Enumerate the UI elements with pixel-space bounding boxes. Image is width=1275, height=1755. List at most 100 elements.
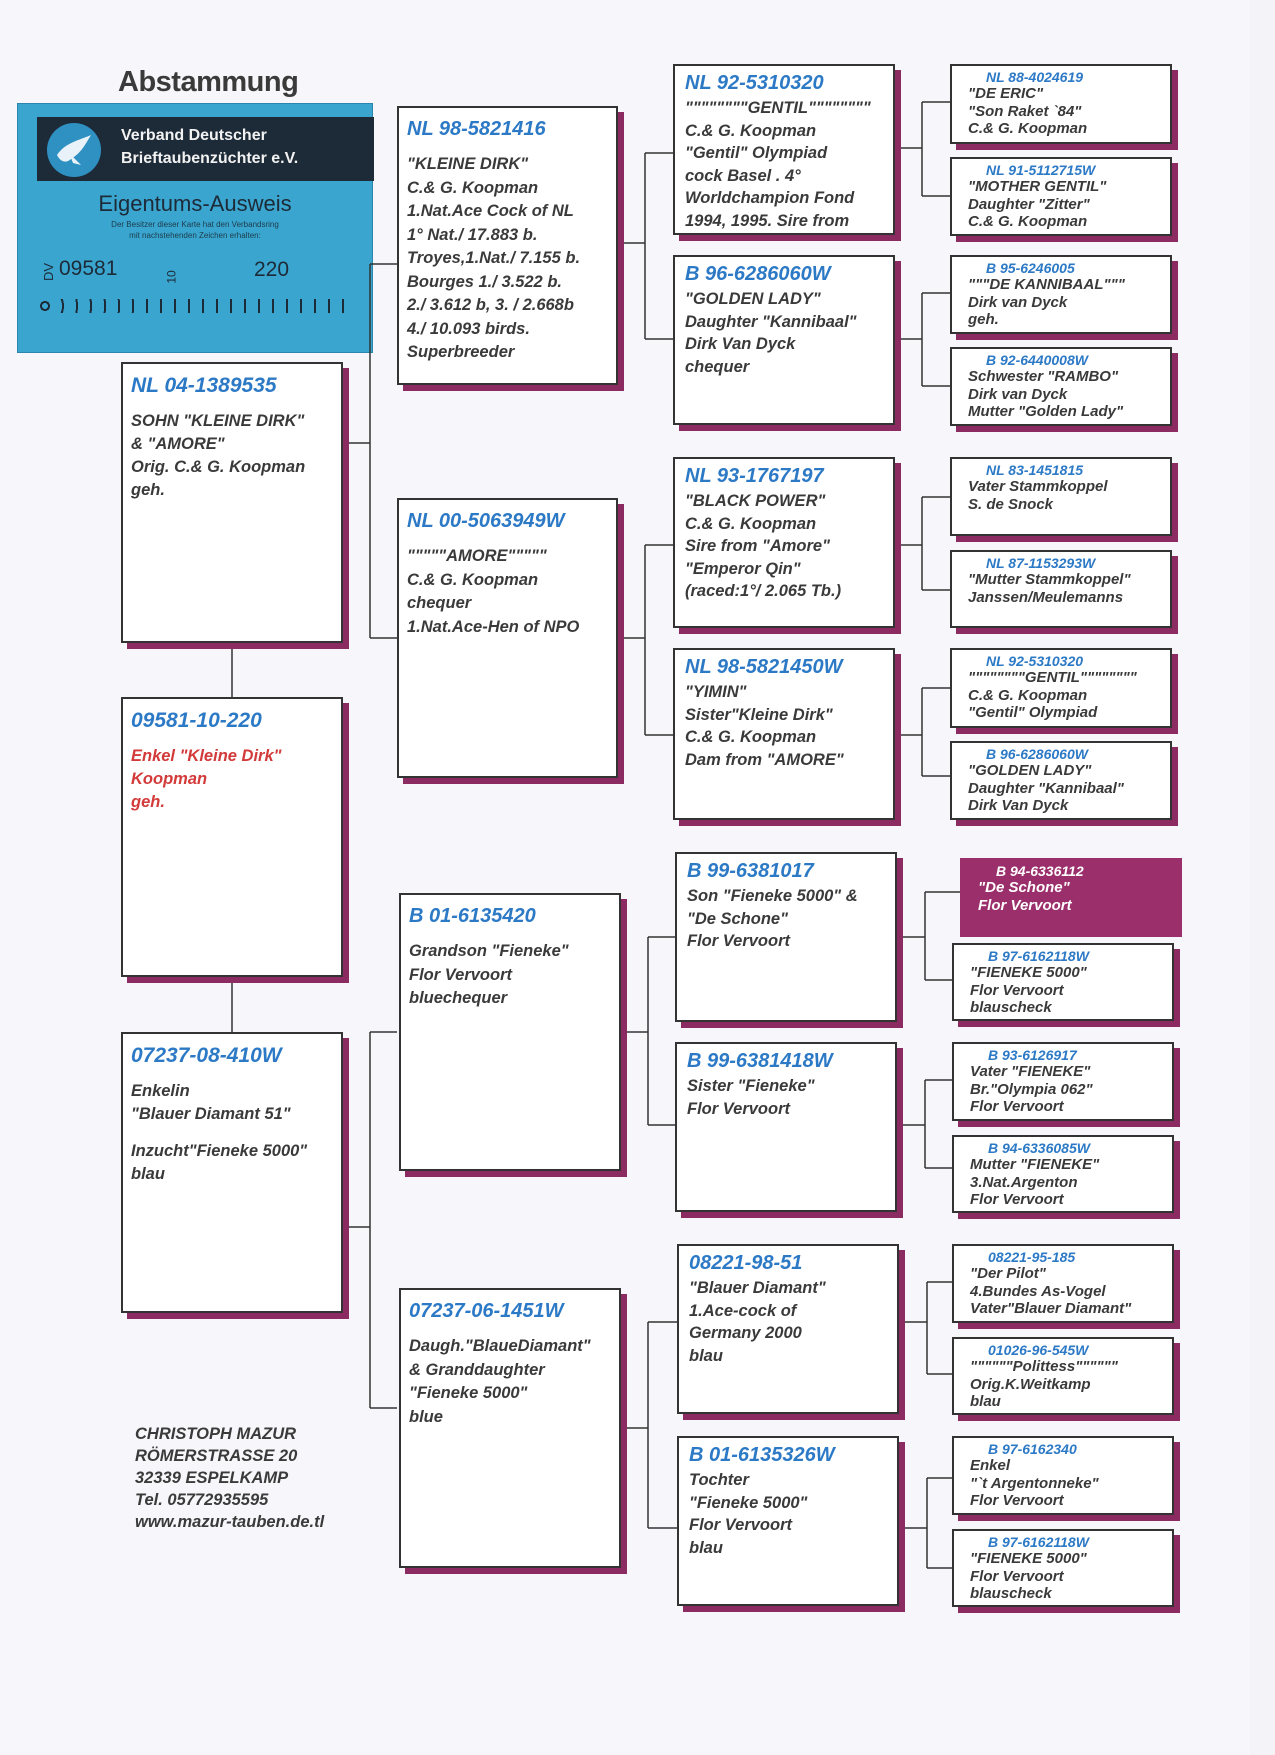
pedigree-text-line: "BLACK POWER" (685, 492, 826, 510)
stamp-small-text-1: Der Besitzer dieser Karte hat den Verban… (111, 220, 279, 229)
breeder-contact: CHRISTOPH MAZUR RÖMERSTRASSE 20 32339 ES… (135, 1423, 324, 1533)
pedigree-text-line: Enkelin (131, 1082, 190, 1100)
ring-number: B 93-6126917 (988, 1047, 1077, 1063)
ring-number: B 01-6135326W (689, 1444, 835, 1466)
ring-number: B 95-6246005 (986, 260, 1075, 276)
pedigree-card-sd: NL 00-5063949W"""""AMORE"""""C.& G. Koop… (397, 498, 618, 778)
pedigree-card-sddd: B 96-6286060W"GOLDEN LADY"Daughter "Kann… (950, 741, 1172, 820)
ring-number: NL 98-5821416 (407, 118, 546, 140)
pedigree-text-line: geh. (968, 311, 999, 328)
pedigree-text-line: Vater"Blauer Diamant" (970, 1300, 1132, 1317)
pedigree-text-line: 4.Bundes As-Vogel (970, 1282, 1106, 1300)
pedigree-text-line: "De Schone" (978, 879, 1070, 896)
pedigree-card-ddsd: 01026-96-545W""""""Polittess""""""Orig.K… (952, 1337, 1174, 1415)
pedigree-text-line: Koopman (131, 770, 208, 788)
pedigree-card-sdds: NL 92-5310320""""""""GENTIL""""""""C.& G… (950, 648, 1172, 728)
pedigree-text-line: C.& G. Koopman (968, 213, 1088, 230)
pedigree-text-line: 3.Nat.Argenton (970, 1173, 1078, 1191)
pedigree-text-line: Flor Vervoort (970, 1098, 1064, 1115)
pedigree-text-line: Bourges 1./ 3.522 b. (407, 272, 562, 291)
pedigree-text-line: "Fieneke 5000" (409, 1384, 528, 1402)
ring-number: NL 98-5821450W (685, 656, 843, 678)
contact-website[interactable]: www.mazur-tauben.de.tl (135, 1513, 325, 1531)
pedigree-text-line: Br."Olympia 062" (970, 1080, 1093, 1098)
pedigree-text-line: Enkel (970, 1457, 1011, 1474)
pedigree-text-line: Flor Vervoort (970, 981, 1064, 999)
stamp-ornament-band (37, 299, 351, 313)
pedigree-text-line: S. de Snock (968, 495, 1054, 513)
ring-number: NL 92-5310320 (986, 653, 1084, 669)
spacer (131, 1126, 341, 1140)
pedigree-text-line: Son "Fieneke 5000" & (687, 887, 858, 905)
ring-number: B 96-6286060W (685, 263, 831, 285)
pedigree-text-line: "De Schone" (687, 909, 788, 928)
pedigree-text-line: Schwester "RAMBO" (968, 368, 1119, 385)
pedigree-text-line: "Gentil" Olympiad (968, 704, 1098, 721)
ring-number: B 97-6162118W (988, 948, 1089, 964)
pedigree-text-line: Sister"Kleine Dirk" (685, 705, 833, 724)
pedigree-text-line: blau (689, 1346, 723, 1365)
pedigree-card-sssd: NL 91-5112715W"MOTHER GENTIL"Daughter "Z… (950, 157, 1172, 236)
pedigree-text-line: "Der Pilot" (970, 1265, 1046, 1282)
pedigree-text-line: Vater "FIENEKE" (970, 1063, 1091, 1080)
pedigree-text-line: Flor Vervoort (970, 1191, 1064, 1208)
pedigree-text-line: "GOLDEN LADY" (968, 762, 1092, 779)
pedigree-text-line: blau (689, 1538, 723, 1557)
pedigree-text-line: Tochter (689, 1471, 749, 1489)
pedigree-card-sss: NL 92-5310320""""""""GENTIL""""""""C.& G… (673, 64, 895, 235)
pedigree-text-line: Sire from "Amore" (685, 537, 830, 555)
stamp-header-bar: Verband Deutscher Brieftaubenzüchter e.V… (37, 117, 374, 181)
stamp-association-line-2: Brieftaubenzüchter e.V. (121, 150, 299, 167)
ring-number: B 01-6135420 (409, 905, 536, 927)
contact-street: RÖMERSTRASSE 20 (135, 1447, 298, 1465)
ring-number: B 97-6162118W (988, 1534, 1089, 1550)
pedigree-card-ddss: 08221-95-185"Der Pilot"4.Bundes As-Vogel… (952, 1244, 1174, 1323)
pedigree-text-line: "Blauer Diamant 51" (131, 1105, 291, 1123)
pedigree-text-line: Superbreeder (407, 343, 515, 361)
ring-number: B 92-6440008W (986, 352, 1088, 368)
contact-phone: Tel. 05772935595 (135, 1491, 269, 1509)
pedigree-text-line: & "AMORE" (131, 435, 225, 453)
pedigree-text-line: C.& G. Koopman (968, 686, 1088, 704)
pedigree-text-line: """"""""GENTIL"""""""" (685, 99, 871, 117)
ring-number: 09581-10-220 (131, 709, 262, 732)
pedigree-text-line: (raced:1°/ 2.065 Tb.) (685, 582, 842, 600)
pedigree-text-line: Flor Vervoort (970, 1567, 1064, 1585)
pedigree-text-line: "GOLDEN LADY" (685, 290, 821, 308)
pedigree-text-line: SOHN "KLEINE DIRK" (131, 412, 305, 430)
pedigree-text-line: C.& G. Koopman (685, 728, 817, 746)
ring-number: 08221-95-185 (988, 1249, 1076, 1265)
pedigree-text-line: "Gentil" Olympiad (685, 144, 828, 162)
pedigree-text-line: Worldchampion Fond (685, 189, 855, 207)
pedigree-text-line: Dirk van Dyck (968, 293, 1068, 311)
pedigree-text-line: "DE ERIC" (968, 85, 1044, 102)
pedigree-text-line: Troyes,1.Nat./ 7.155 b. (407, 249, 581, 267)
pedigree-card-dddd: B 97-6162118W"FIENEKE 5000"Flor Vervoort… (952, 1529, 1174, 1607)
pedigree-text-line: chequer (685, 357, 750, 376)
pedigree-text-line: Daughter "Kannibaal" (685, 312, 857, 331)
pedigree-text-line: 1.Nat.Ace Cock of NL (407, 202, 574, 220)
pedigree-text-line: C.& G. Koopman (685, 514, 817, 533)
dove-logo-icon (47, 123, 101, 177)
pedigree-text-line: Flor Vervoort (409, 965, 512, 984)
pedigree-text-line: Orig.K.Weitkamp (970, 1375, 1091, 1393)
pedigree-card-ssss: NL 88-4024619"DE ERIC""Son Raket `84"C.&… (950, 64, 1172, 144)
pedigree-text-line: chequer (407, 594, 472, 612)
pedigree-text-line: Flor Vervoort (689, 1516, 792, 1534)
stamp-owner-label: Eigentums-Ausweis (98, 191, 292, 216)
pedigree-text-line: Dirk van Dyck (968, 385, 1068, 403)
pedigree-text-line: blau (131, 1165, 165, 1183)
stamp-ring-number-3: 220 (254, 258, 290, 281)
stamp-association-line-1: Verband Deutscher (121, 127, 267, 144)
pedigree-card-sds: NL 93-1767197"BLACK POWER"C.& G. Koopman… (673, 457, 895, 628)
pedigree-text-line: Mutter "Golden Lady" (968, 403, 1124, 420)
membership-stamp: Verband Deutscher Brieftaubenzüchter e.V… (17, 103, 374, 353)
pedigree-text-line: "`t Argentonneke" (970, 1474, 1099, 1492)
pedigree-text-line: 1994, 1995. Sire from (685, 211, 850, 230)
